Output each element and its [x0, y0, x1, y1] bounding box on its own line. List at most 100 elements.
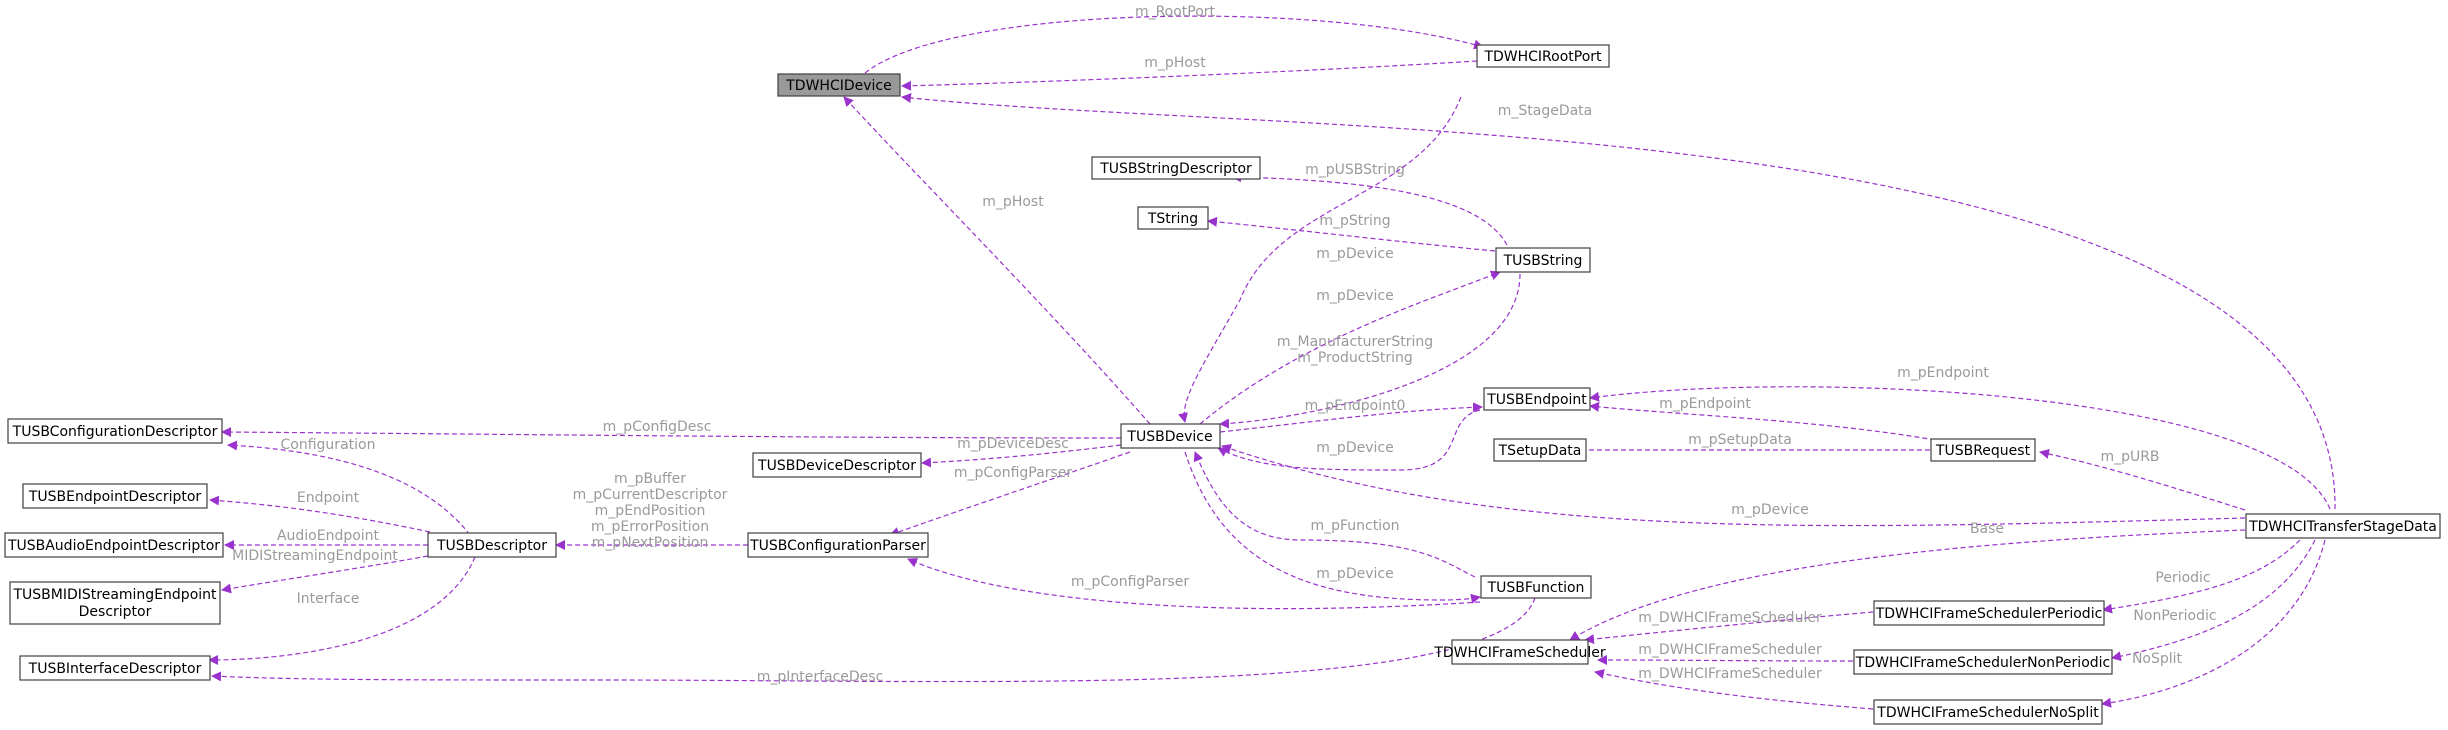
edge-hcidevice-to-stagedata: m_StageData [901, 92, 2336, 510]
edge-devdesc-to-usbdevice: m_pDeviceDesc [921, 436, 1122, 468]
node-tdwhcitransferstagedata[interactable]: TDWHCITransferStageData [2245, 513, 2441, 539]
edge-framesched-to-periodic: m_DWHCIFrameScheduler [1584, 610, 1874, 645]
node-tusbstringdescriptor[interactable]: TUSBStringDescriptor [1091, 156, 1261, 180]
edge-confdesc-to-usbdescriptor: Configuration [227, 437, 471, 536]
svg-text:TUSBConfigurationDescriptor: TUSBConfigurationDescriptor [12, 424, 218, 440]
node-tusbmidistreamingendpointdescriptor[interactable]: TUSBMIDIStreamingEndpoint Descriptor [9, 581, 221, 625]
node-tusbendpointdescriptor[interactable]: TUSBEndpointDescriptor [22, 483, 208, 509]
node-tusbinterfacedescriptor[interactable]: TUSBInterfaceDescriptor [19, 655, 211, 681]
svg-text:TDWHCIRootPort: TDWHCIRootPort [1483, 49, 1602, 65]
edge-nonperiodic-to-stagedata: NonPeriodic [2111, 539, 2316, 662]
node-tusbrequest[interactable]: TUSBRequest [1930, 438, 2036, 462]
node-tdwhciframeschedulernosplit[interactable]: TDWHCIFrameSchedulerNoSplit [1873, 699, 2103, 725]
edge-usbrequest-to-stagedata: m_pURB [2039, 449, 2246, 511]
svg-text:TSetupData: TSetupData [1498, 443, 1582, 459]
edge-epdesc-to-usbdescriptor: Endpoint [209, 490, 431, 533]
svg-text:TUSBInterfaceDescriptor: TUSBInterfaceDescriptor [28, 661, 202, 677]
edge-label-base: Base [1970, 521, 2004, 537]
edge-label-audioendpoint: AudioEndpoint [277, 528, 380, 544]
edge-audioep-to-usbdescriptor: AudioEndpoint [224, 528, 429, 550]
edge-setupdata-to-usbrequest: m_pSetupData [1571, 432, 1930, 455]
svg-text:TDWHCIFrameSchedulerNonPeriodi: TDWHCIFrameSchedulerNonPeriodic [1855, 655, 2110, 671]
edge-rootport-to-hcidevice: m_RootPort [864, 4, 1484, 74]
svg-text:TString: TString [1147, 211, 1198, 227]
edge-hcidevice-to-rootport: m_pHost [901, 55, 1478, 91]
node-tsetupdata[interactable]: TSetupData [1493, 438, 1587, 462]
edge-label-midistreamingendpoint: MIDIStreamingEndpoint [232, 548, 398, 564]
svg-text:TDWHCIFrameSchedulerPeriodic: TDWHCIFrameSchedulerPeriodic [1875, 606, 2103, 622]
svg-text:Descriptor: Descriptor [79, 604, 152, 620]
edge-usbendpoint-to-stagedata: m_pEndpoint [1589, 365, 2331, 510]
node-tusbfunction[interactable]: TUSBFunction [1480, 575, 1592, 599]
svg-text:TDWHCIFrameSchedulerNoSplit: TDWHCIFrameSchedulerNoSplit [1876, 705, 2099, 721]
edge-label-pdevice-usbfunction: m_pDevice [1316, 566, 1393, 582]
edge-label-pdevice-stagedata: m_pDevice [1731, 502, 1808, 518]
svg-text:TUSBString: TUSBString [1503, 253, 1583, 269]
svg-text:TDWHCITransferStageData: TDWHCITransferStageData [2248, 519, 2437, 535]
edge-confdesc-to-usbdevice: m_pConfigDesc [221, 419, 1122, 439]
edge-usbdevice-to-usbendpoint: m_pDevice [1217, 409, 1481, 471]
svg-text:TUSBDescriptor: TUSBDescriptor [436, 538, 547, 554]
edge-label-phost-rootport: m_pHost [1144, 55, 1206, 71]
node-tusbdevice[interactable]: TUSBDevice [1120, 423, 1221, 449]
edge-usbendpoint-to-usbdevice: m_pEndpoint0 [1219, 398, 1483, 433]
edge-framesched-to-nosplit: m_DWHCIFrameScheduler [1594, 666, 1874, 710]
edge-framesched-to-nonperiodic: m_DWHCIFrameScheduler [1597, 642, 1854, 666]
edge-label-pfunction: m_pFunction [1310, 518, 1399, 534]
edge-label-nonperiodic: NonPeriodic [2133, 608, 2216, 624]
edge-confparser-to-usbdevice: m_pConfigParser [889, 451, 1131, 537]
edge-label-rootport: m_RootPort [1135, 4, 1216, 20]
edge-tstring-to-usbstring: m_pString [1207, 213, 1496, 252]
edge-nosplit-to-stagedata: NoSplit [2101, 539, 2326, 708]
edge-label-pdevice-usbstring: m_pDevice [1316, 288, 1393, 304]
node-tusbaudioendpointdescriptor[interactable]: TUSBAudioEndpointDescriptor [4, 532, 224, 558]
node-tusbdescriptor[interactable]: TUSBDescriptor [427, 532, 557, 558]
edge-label-dwhci-nosplit: m_DWHCIFrameScheduler [1638, 666, 1822, 682]
edge-label-periodic: Periodic [2155, 570, 2210, 586]
svg-text:TUSBEndpointDescriptor: TUSBEndpointDescriptor [28, 489, 202, 505]
edge-periodic-to-stagedata: Periodic [2102, 539, 2301, 614]
svg-text:TUSBMIDIStreamingEndpoint: TUSBMIDIStreamingEndpoint [12, 587, 217, 603]
svg-text:TUSBRequest: TUSBRequest [1935, 443, 2031, 459]
node-tusbstring[interactable]: TUSBString [1495, 247, 1591, 273]
node-tdwhciframescheduler[interactable]: TDWHCIFrameScheduler [1433, 639, 1606, 665]
edge-hcidevice-to-usbdevice: m_pHost [843, 96, 1151, 425]
edge-usbdevice-to-stagedata: m_pDevice [1221, 444, 2246, 527]
node-tdwhcirootport[interactable]: TDWHCIRootPort [1476, 44, 1610, 68]
edge-label-phost-usbdevice: m_pHost [982, 194, 1044, 210]
node-tusbendpoint[interactable]: TUSBEndpoint [1483, 387, 1591, 411]
edge-label-pendpoint-stagedata: m_pEndpoint [1897, 365, 1989, 381]
edge-confparser-to-usbfunction: m_pConfigParser [907, 558, 1481, 610]
edge-label-pendpoint0: m_pEndpoint0 [1305, 398, 1406, 414]
svg-text:TUSBConfigurationParser: TUSBConfigurationParser [749, 538, 926, 554]
edge-label-pdevicedesc: m_pDeviceDesc [957, 436, 1069, 452]
node-tstring[interactable]: TString [1137, 206, 1209, 230]
node-tusbconfigurationparser[interactable]: TUSBConfigurationParser [747, 532, 929, 558]
node-tusbconfigurationdescriptor[interactable]: TUSBConfigurationDescriptor [7, 418, 223, 444]
edge-label-pendpoint-usbrequest: m_pEndpoint [1659, 396, 1751, 412]
edge-label-pconfigdesc: m_pConfigDesc [603, 419, 712, 435]
svg-text:TUSBDeviceDescriptor: TUSBDeviceDescriptor [757, 458, 916, 474]
edge-label-pconfigparser-function: m_pConfigParser [1071, 574, 1189, 590]
node-tdwhciframeschedulernonperiodic[interactable]: TDWHCIFrameSchedulerNonPeriodic [1853, 649, 2113, 675]
edge-label-pconfigparser: m_pConfigParser [954, 465, 1072, 481]
node-tusbdevicedescriptor[interactable]: TUSBDeviceDescriptor [752, 452, 922, 478]
svg-text:TUSBDevice: TUSBDevice [1126, 429, 1212, 445]
edge-label-psetupdata: m_pSetupData [1688, 432, 1792, 448]
edge-usbdevice-to-rootport: m_pDevice [1178, 96, 1462, 423]
edge-label-configuration: Configuration [281, 437, 376, 453]
edge-label-pdevice-rootport: m_pDevice [1316, 246, 1393, 262]
svg-text:TUSBEndpoint: TUSBEndpoint [1486, 392, 1587, 408]
svg-text:TDWHCIDevice: TDWHCIDevice [785, 78, 892, 94]
edge-usbendpoint-to-usbrequest: m_pEndpoint [1589, 396, 1936, 441]
node-tdwhciframeschedulerperiodic[interactable]: TDWHCIFrameSchedulerPeriodic [1873, 600, 2105, 626]
svg-text:TUSBAudioEndpointDescriptor: TUSBAudioEndpointDescriptor [7, 538, 220, 554]
edge-label-pdevice-usbendpoint: m_pDevice [1316, 440, 1393, 456]
edge-ifdesc-to-usbfunction: m_pInterfaceDesc [211, 597, 1536, 685]
node-tdwhcidevice[interactable]: TDWHCIDevice [777, 73, 901, 97]
edge-label-dwhci-nonperiodic: m_DWHCIFrameScheduler [1638, 642, 1822, 658]
